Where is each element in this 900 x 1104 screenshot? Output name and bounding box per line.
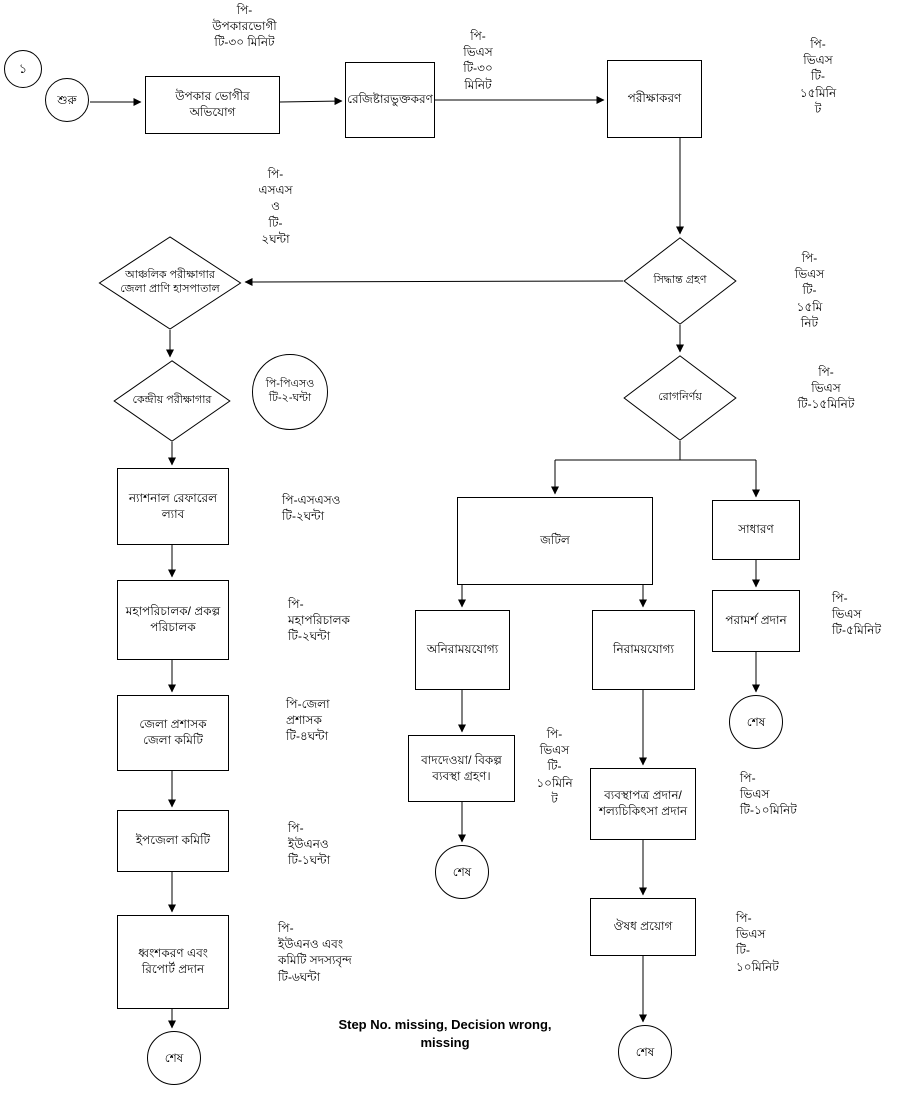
diamond-shape bbox=[623, 237, 737, 325]
start-node: শুরু bbox=[45, 78, 89, 122]
simple-node: সাধারণ bbox=[712, 500, 800, 560]
complaint-node: উপকার ভোগীর অভিযোগ bbox=[145, 76, 280, 134]
diamond-shape bbox=[98, 236, 242, 330]
beneficiary-time-label: পি- উপকারভোগী টি-৩০ মিনিট bbox=[212, 3, 277, 50]
advice-node: পরামর্শ প্রদান bbox=[712, 590, 800, 652]
end-node-middle: শেষ bbox=[435, 845, 489, 899]
prescription-time-label: পি- ভিএস টি-১০মিনিট bbox=[740, 771, 797, 818]
decision-time-label: পি- ভিএস টি- ১৫মি নিট bbox=[794, 251, 825, 330]
decision-node: সিদ্ধান্ত গ্রহণ bbox=[623, 237, 737, 325]
regional-time-label: পি- এসএস ও টি- ২ঘন্টা bbox=[258, 167, 293, 246]
exclude-node: বাদদেওয়া/ বিকল্প ব্যবস্থা গ্রহণ। bbox=[408, 735, 515, 802]
regional-lab-node: আঞ্চলিক পরীক্ষাগার জেলা প্রাণি হাসপাতাল bbox=[98, 236, 242, 330]
diagnosis-node: রোগনির্ণয় bbox=[623, 355, 737, 441]
examine-node: পরীক্ষাকরণ bbox=[607, 60, 702, 138]
national-lab-node: ন্যাশনাল রেফারেল ল্যাব bbox=[117, 468, 229, 545]
connector-complaint-register bbox=[279, 97, 343, 106]
decision-label: সিদ্ধান্ত গ্রহণ bbox=[653, 274, 707, 287]
national-time-label: পি-এসএসও টি-২ঘন্টা bbox=[282, 493, 341, 524]
page-number-circle: ১ bbox=[4, 50, 42, 88]
upazila-node: ইপজেলা কমিটি bbox=[117, 810, 229, 872]
register-time-label: পি- ভিএস টি-৩০ মিনিট bbox=[463, 29, 493, 92]
incurable-node: অনিরাময়যোগ্য bbox=[415, 610, 510, 690]
dg-node: মহাপরিচালক/ প্রকল্প পরিচালক bbox=[117, 580, 229, 660]
diagnosis-label: রোগনির্ণয় bbox=[658, 391, 702, 404]
upazila-time-label: পি- ইউএনও টি-১ঘন্টা bbox=[288, 821, 331, 868]
medicine-time-label: পি- ভিএস টি- ১০মিনিট bbox=[736, 911, 779, 974]
central-lab-label: কেন্দ্রীয় পরীক্ষাগার bbox=[132, 394, 212, 407]
regional-lab-label: আঞ্চলিক পরীক্ষাগার জেলা প্রাণি হাসপাতাল bbox=[120, 269, 220, 295]
connector-decision-regional bbox=[244, 277, 624, 286]
dc-time-label: পি-জেলা প্রশাসক টি-৪ঘন্টা bbox=[286, 697, 330, 744]
prescription-node: ব্যবস্থাপত্র প্রদান/ শল্যচিকিৎসা প্রদান bbox=[590, 768, 696, 840]
diamond-shape bbox=[623, 355, 737, 441]
medicine-node: ঔষধ প্রয়োগ bbox=[590, 898, 696, 956]
exclude-time-label: পি- ভিএস টি- ১০মিনি ট bbox=[536, 727, 573, 806]
dc-node: জেলা প্রশাসক জেলা কমিটি bbox=[117, 695, 229, 771]
end-node-top-right: শেষ bbox=[729, 695, 783, 749]
footer-note: Step No. missing, Decision wrong, missin… bbox=[338, 1017, 552, 1050]
diamond-shape bbox=[113, 360, 231, 442]
end-node-bottom-right: শেষ bbox=[618, 1025, 672, 1079]
destroy-node: ধ্বংশকরণ এবং রিপোর্ট প্রদান bbox=[117, 915, 229, 1009]
central-lab-node: কেন্দ্রীয় পরীক্ষাগার bbox=[113, 360, 231, 442]
advice-time-label: পি- ভিএস টি-৫মিনিট bbox=[832, 591, 881, 638]
complex-node: জটিল bbox=[457, 497, 653, 585]
dg-time-label: পি- মহাপরিচালক টি-২ঘন্টা bbox=[288, 597, 350, 644]
examine-time-label: পি- ভিএস টি- ১৫মিনি ট bbox=[799, 37, 837, 116]
central-lab-time-circle: পি-পিএসও টি-২-ঘন্টা bbox=[252, 354, 328, 430]
register-node: রেজিষ্টারভুক্তকরণ bbox=[345, 62, 435, 138]
destroy-time-label: পি- ইউএনও এবং কমিটি সদস্যবৃন্দ টি-৬ঘন্টা bbox=[278, 921, 352, 984]
curable-node: নিরাময়যোগ্য bbox=[592, 610, 695, 690]
end-node-left: শেষ bbox=[147, 1031, 201, 1085]
diagnosis-time-label: পি- ভিএস টি-১৫মিনিট bbox=[797, 365, 855, 412]
